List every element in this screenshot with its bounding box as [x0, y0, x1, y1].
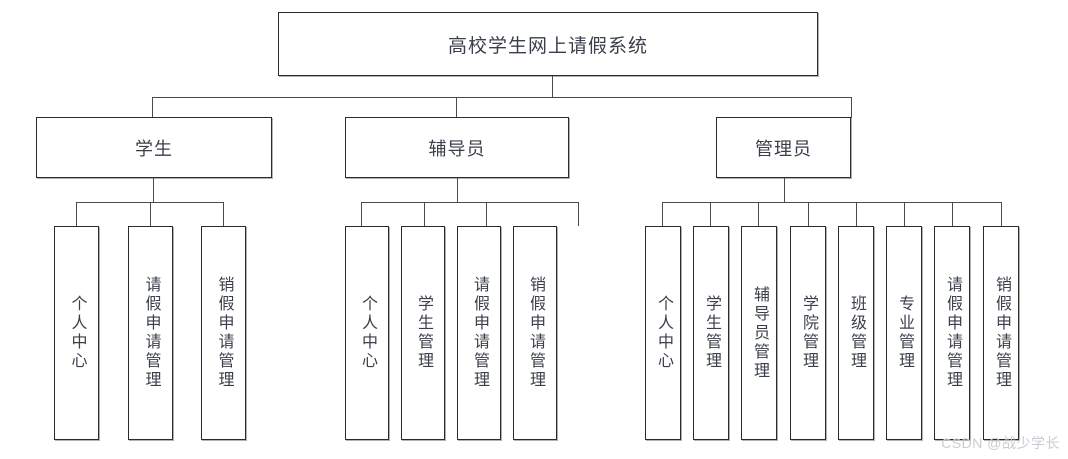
- leaf-node-admin-7[interactable]: 销假申请管理: [983, 226, 1019, 440]
- connector-level1-bus: [152, 97, 852, 98]
- connector-root-down: [552, 76, 553, 98]
- role-node-admin[interactable]: 管理员: [716, 117, 851, 178]
- connector-admin-leaf-0: [662, 202, 663, 226]
- leaf-node-admin-0-label: 个人中心: [655, 295, 672, 371]
- role-node-admin-label: 管理员: [755, 138, 812, 159]
- connector-student-bus: [76, 202, 223, 203]
- leaf-node-counselor-3-label: 销假申请管理: [527, 276, 544, 390]
- leaf-node-admin-4-label: 班级管理: [848, 295, 865, 371]
- connector-admin-bus: [662, 202, 1002, 203]
- leaf-node-counselor-3[interactable]: 销假申请管理: [513, 226, 557, 440]
- root-node-system[interactable]: 高校学生网上请假系统: [278, 12, 818, 76]
- leaf-node-counselor-0[interactable]: 个人中心: [345, 226, 389, 440]
- connector-admin-down: [784, 178, 785, 202]
- leaf-node-admin-3[interactable]: 学院管理: [790, 226, 826, 440]
- leaf-node-admin-1-label: 学生管理: [703, 295, 720, 371]
- leaf-node-admin-6-label: 请假申请管理: [944, 276, 961, 390]
- connector-student-leaf-0: [76, 202, 77, 226]
- leaf-node-counselor-1[interactable]: 学生管理: [401, 226, 445, 440]
- leaf-node-admin-5-label: 专业管理: [896, 295, 913, 371]
- connector-admin-leaf-4: [856, 202, 857, 226]
- connector-admin-leaf-5: [904, 202, 905, 226]
- leaf-node-admin-2[interactable]: 辅导员管理: [741, 226, 777, 440]
- leaf-node-student-1[interactable]: 请假申请管理: [128, 226, 173, 440]
- connector-to-admin: [851, 97, 852, 118]
- leaf-node-admin-3-label: 学院管理: [800, 295, 817, 371]
- connector-admin-leaf-6: [952, 202, 953, 226]
- connector-counselor-down: [457, 178, 458, 202]
- connector-student-leaf-1: [150, 202, 151, 226]
- role-node-student[interactable]: 学生: [36, 117, 272, 178]
- leaf-node-counselor-2-label: 请假申请管理: [471, 276, 488, 390]
- leaf-node-student-2-label: 销假申请管理: [215, 276, 233, 390]
- leaf-node-admin-1[interactable]: 学生管理: [693, 226, 729, 440]
- leaf-node-student-0-label: 个人中心: [68, 295, 86, 371]
- leaf-node-admin-2-label: 辅导员管理: [751, 285, 768, 381]
- connector-student-down: [153, 178, 154, 202]
- connector-admin-leaf-2: [758, 202, 759, 226]
- connector-to-student: [152, 97, 153, 118]
- leaf-node-counselor-1-label: 学生管理: [415, 295, 432, 371]
- leaf-node-student-1-label: 请假申请管理: [142, 276, 160, 390]
- leaf-node-admin-5[interactable]: 专业管理: [886, 226, 922, 440]
- connector-admin-leaf-3: [808, 202, 809, 226]
- root-node-label: 高校学生网上请假系统: [447, 35, 648, 57]
- connector-counselor-bus: [361, 202, 579, 203]
- connector-to-counselor: [456, 97, 457, 118]
- role-node-student-label: 学生: [135, 138, 173, 159]
- watermark-text: CSDN @战少学长: [941, 435, 1060, 451]
- connector-student-leaf-2: [223, 202, 224, 226]
- leaf-node-admin-4[interactable]: 班级管理: [838, 226, 874, 440]
- leaf-node-counselor-0-label: 个人中心: [359, 295, 376, 371]
- connector-counselor-leaf-0: [361, 202, 362, 226]
- role-node-counselor[interactable]: 辅导员: [345, 117, 569, 178]
- leaf-node-student-0[interactable]: 个人中心: [54, 226, 99, 440]
- connector-counselor-leaf-3: [578, 202, 579, 226]
- connector-counselor-leaf-1: [424, 202, 425, 226]
- leaf-node-admin-0[interactable]: 个人中心: [645, 226, 681, 440]
- connector-counselor-leaf-2: [486, 202, 487, 226]
- leaf-node-student-2[interactable]: 销假申请管理: [201, 226, 246, 440]
- role-node-counselor-label: 辅导员: [428, 138, 486, 159]
- leaf-node-admin-7-label: 销假申请管理: [993, 276, 1010, 390]
- connector-admin-leaf-1: [710, 202, 711, 226]
- leaf-node-counselor-2[interactable]: 请假申请管理: [457, 226, 501, 440]
- connector-admin-leaf-7: [1001, 202, 1002, 226]
- leaf-node-admin-6[interactable]: 请假申请管理: [934, 226, 970, 440]
